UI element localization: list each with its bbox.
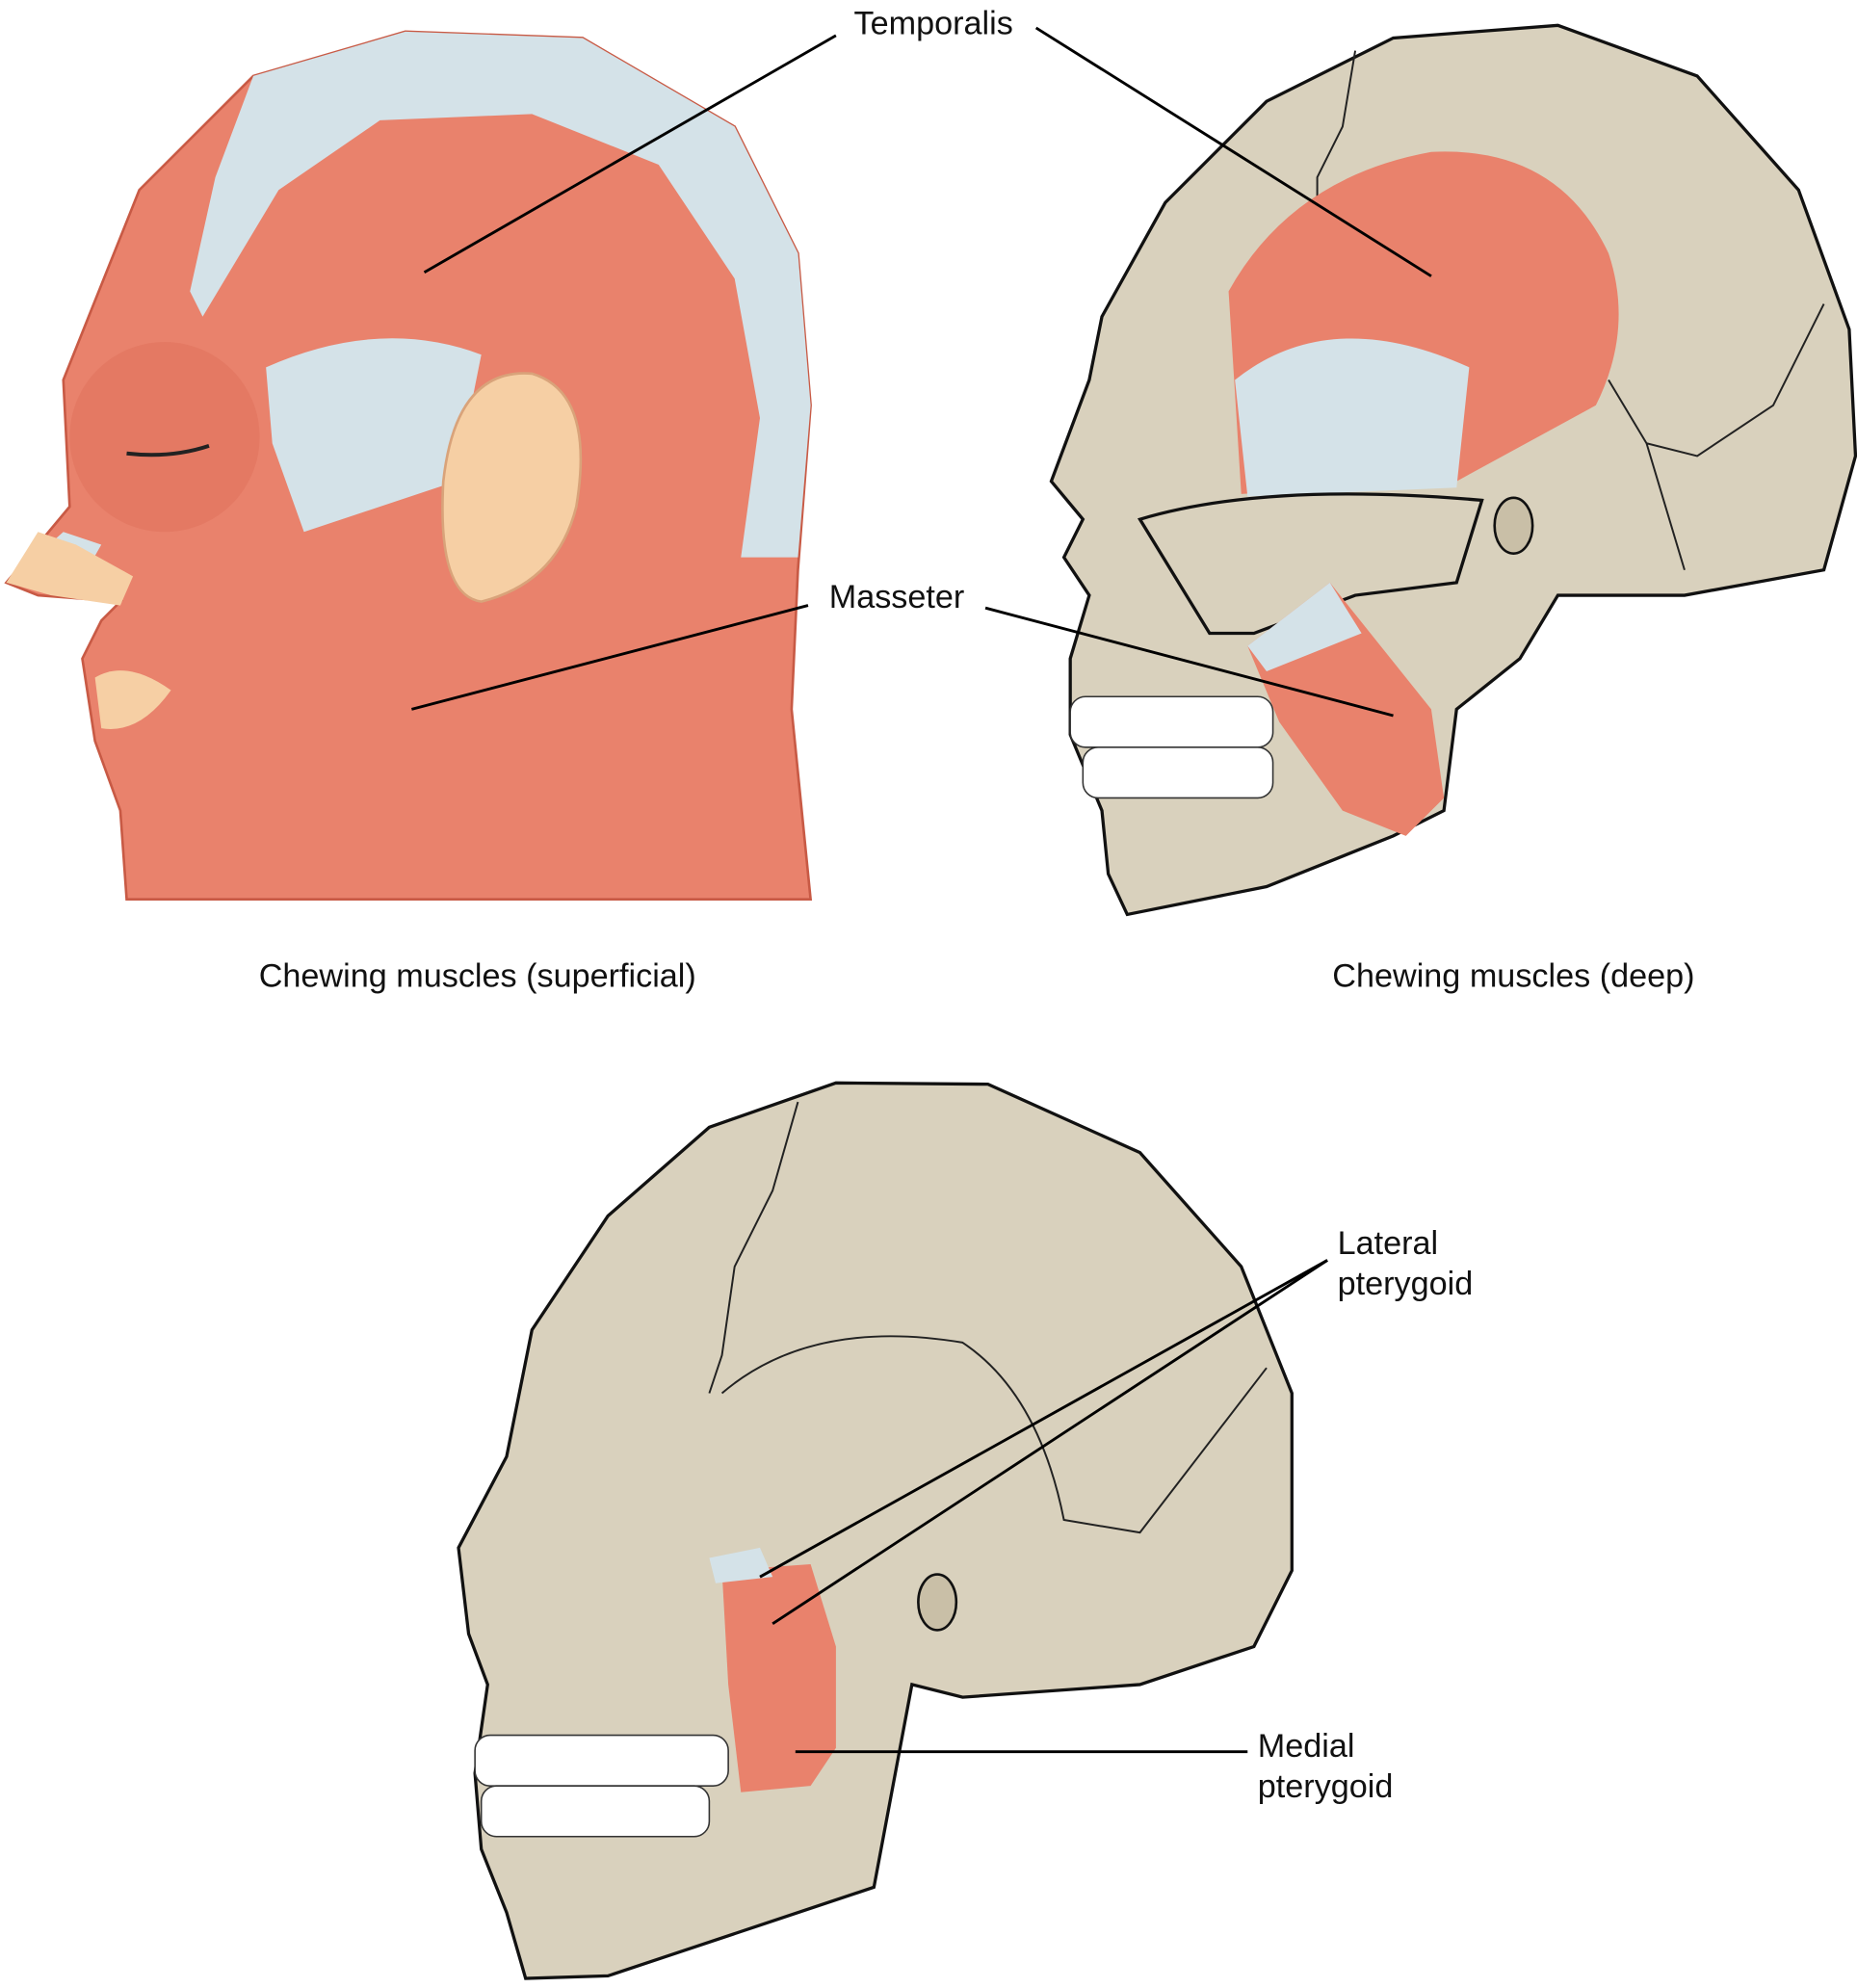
lateral-pterygoid-label-line1: Lateral	[1338, 1225, 1439, 1262]
superficial-head-illustration	[4, 30, 813, 901]
masseter-leader-superficial	[411, 604, 809, 711]
lateral-pterygoid-label-line2: pterygoid	[1338, 1266, 1474, 1302]
lateral-pterygoid-leader-1	[759, 1259, 1328, 1579]
teeth	[1069, 695, 1274, 799]
pterygoid-skull-illustration	[457, 1081, 1294, 1980]
ear-illustration	[441, 372, 583, 603]
medial-pterygoid-label-line1: Medial	[1258, 1728, 1355, 1765]
masseter-leader-deep	[984, 606, 1394, 718]
teeth	[474, 1734, 729, 1838]
medial-pterygoid-label-line2: pterygoid	[1258, 1768, 1394, 1805]
temporalis-leader-deep	[1034, 26, 1432, 277]
lateral-pterygoid-leader-2	[772, 1259, 1328, 1626]
caption-deep: Chewing muscles (deep)	[1332, 957, 1694, 994]
deep-skull-illustration	[1049, 23, 1857, 917]
temporalis-leader-superficial	[423, 34, 837, 274]
caption-superficial: Chewing muscles (superficial)	[259, 957, 696, 994]
masseter-label: Masseter	[829, 579, 965, 615]
temporalis-label: Temporalis	[854, 6, 1013, 42]
